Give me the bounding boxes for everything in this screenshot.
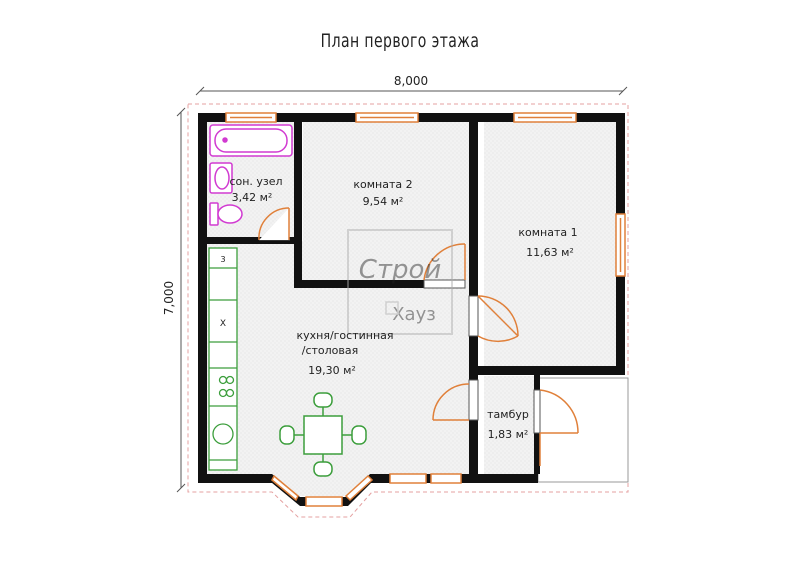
building-outline: [187, 103, 629, 518]
dimension-width-label: 8,000: [394, 74, 428, 88]
room-kitchen-area: 19,30 м²: [308, 364, 356, 377]
room-bath-name: сон. узел: [229, 175, 282, 188]
kitchen-cell-label-2: X: [220, 319, 226, 329]
room-1-name: комната 1: [518, 226, 577, 239]
room-vestibule-name: тамбур: [487, 408, 529, 421]
room-1-area: 11,63 м²: [526, 246, 574, 259]
watermark-top: Строй: [359, 255, 442, 285]
room-2-area: 9,54 м²: [363, 195, 404, 208]
room-bath-area: 3,42 м²: [232, 191, 273, 204]
kitchen-counter: [208, 247, 238, 471]
windows: [225, 112, 626, 507]
dimension-height-label: 7,000: [162, 281, 176, 315]
room-2-name: комната 2: [353, 178, 412, 191]
dimension-width: [195, 86, 628, 96]
kitchen-cell-label-1: 3: [220, 255, 225, 264]
room-kitchen-name-1: кухня/гостинная: [296, 329, 393, 342]
page-title: План первого этажа: [320, 30, 480, 52]
dimension-height: [176, 107, 186, 493]
watermark-bottom: Хауз: [392, 304, 436, 325]
bathtub: [209, 124, 293, 157]
watermark-logo: Строй Хауз: [347, 229, 453, 335]
room-vestibule-area: 1,83 м²: [488, 428, 529, 441]
room-labels: сон. узел 3,42 м² комната 2 9,54 м² комн…: [229, 175, 577, 441]
dining-table: [279, 392, 367, 477]
toilet: [209, 202, 243, 226]
doors: [258, 207, 579, 466]
sink: [209, 162, 233, 194]
room-kitchen-name-2: /столовая: [302, 344, 359, 357]
